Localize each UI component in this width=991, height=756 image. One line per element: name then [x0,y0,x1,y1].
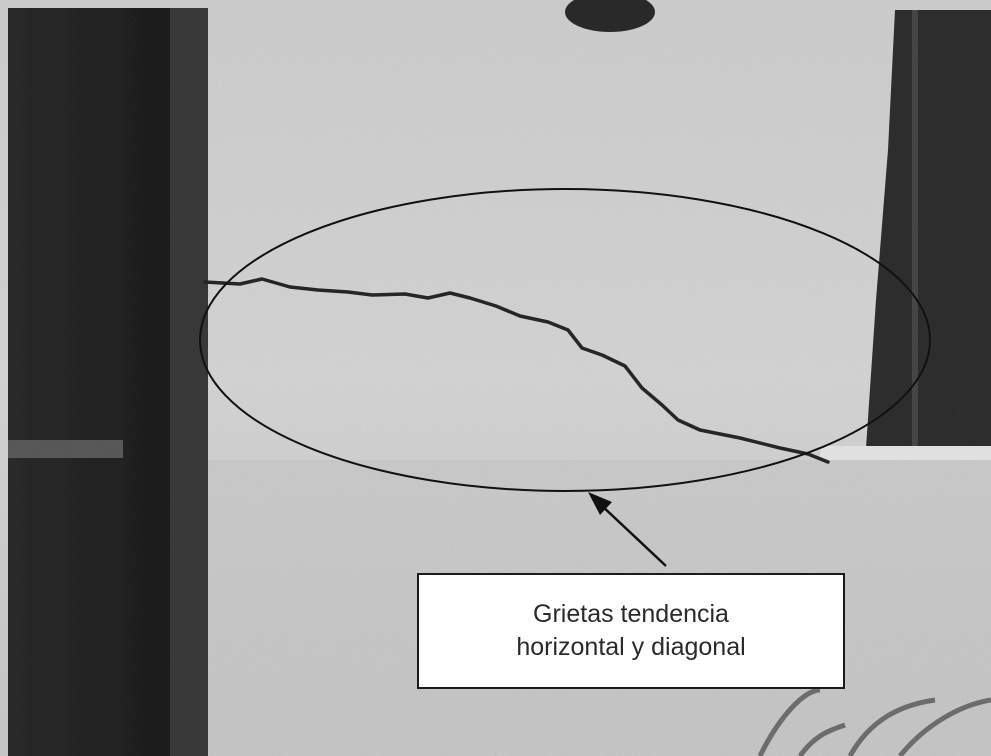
callout-arrow-line [599,503,667,567]
left-frame-inner-edge [170,8,208,756]
highlight-ellipse [199,188,931,492]
foliage [757,687,991,756]
left-frame-ledge [8,440,123,458]
callout-line-2: horizontal y diagonal [516,633,746,661]
wall-crack [203,277,830,464]
right-window-mullion [912,10,918,448]
top-dark-object [565,0,655,32]
right-dark-window [866,10,991,448]
callout-line-1: Grietas tendencia [533,600,729,628]
callout-arrow-head [588,492,612,515]
right-window-sill [820,446,991,460]
callout-box: Grietas tendencia horizontal y diagonal [417,573,845,689]
